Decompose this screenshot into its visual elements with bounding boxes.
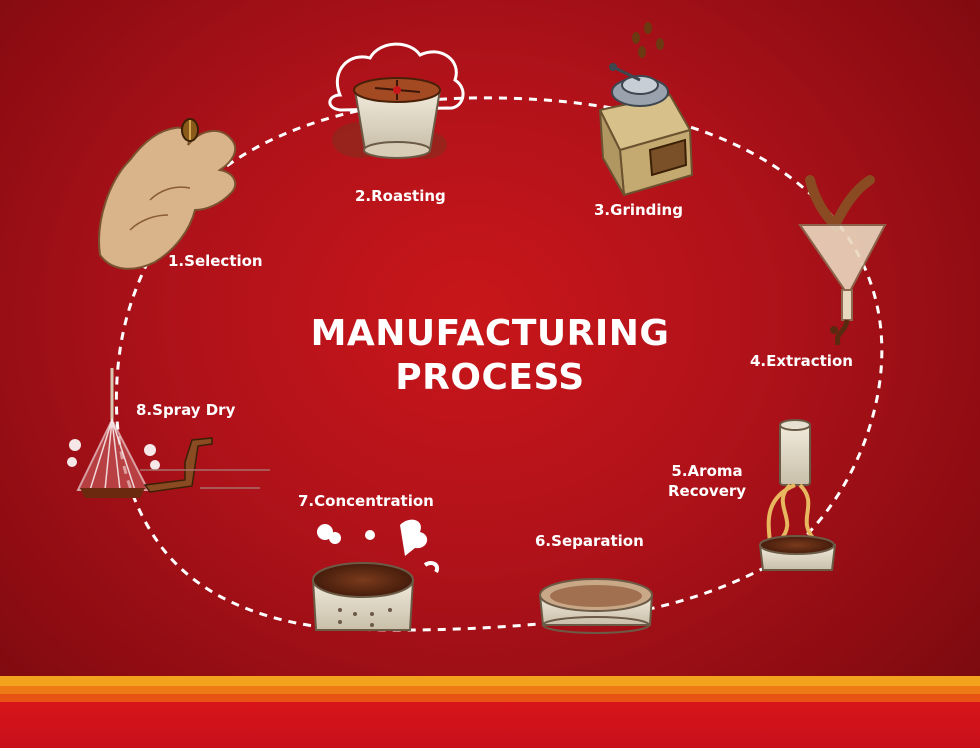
step-label-spray-dry: 8.Spray Dry [136,401,236,419]
title-line-1: MANUFACTURING [310,313,670,354]
stripe-orange [0,676,980,686]
spray-dryer-icon [67,368,270,498]
step-label-selection: 1.Selection [168,252,263,270]
concentration-vat-icon [311,519,439,631]
hand-holding-bean-icon [98,118,237,270]
title-line-2: PROCESS [395,357,585,398]
step-label-separation: 6.Separation [535,532,644,550]
step-label-concentration: 7.Concentration [298,492,434,510]
diagram-title: MANUFACTURING PROCESS [280,312,700,400]
step-label-roasting: 2.Roasting [355,187,446,205]
cycle-dashed-path [114,96,884,632]
step-label-grinding: 3.Grinding [594,201,683,219]
stripe-mid-orange [0,686,980,694]
step-label-extraction: 4.Extraction [750,352,853,370]
funnel-extraction-icon [798,175,887,346]
aroma-recovery-icon [758,419,837,571]
bottom-stripe-band [0,676,980,748]
separation-tray-icon [538,578,654,634]
roasting-pan-icon [328,42,465,159]
coffee-grinder-icon [598,22,694,197]
stripe-deep-orange [0,694,980,702]
step-label-aroma-recovery: 5.Aroma Recovery [668,462,747,500]
stripe-red [0,702,980,748]
